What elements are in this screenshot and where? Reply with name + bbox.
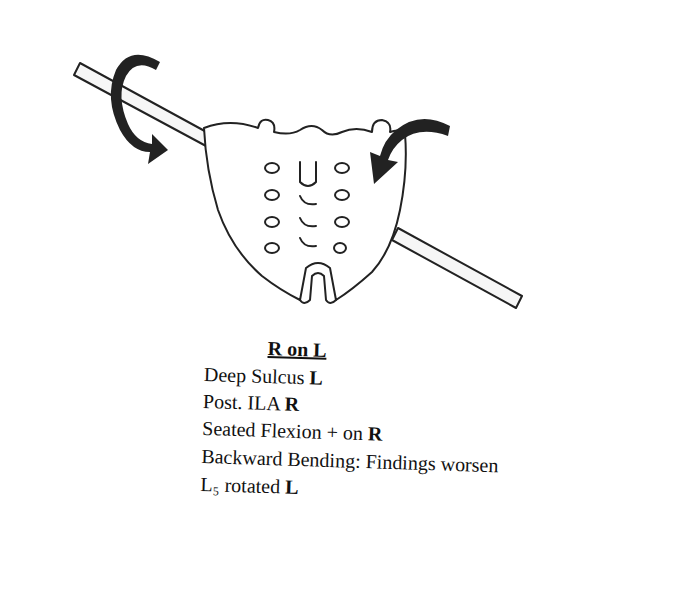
finding-label: Seated Flexion + on R <box>202 416 383 446</box>
title-label: R on L <box>267 336 327 362</box>
finding-label: L₅ rotated L <box>200 472 299 499</box>
finding-label: Deep Sulcus L <box>204 362 324 390</box>
finding-label: Backward Bending: Findings worsen <box>201 444 499 477</box>
finding-label: Post. ILA R <box>203 389 300 416</box>
